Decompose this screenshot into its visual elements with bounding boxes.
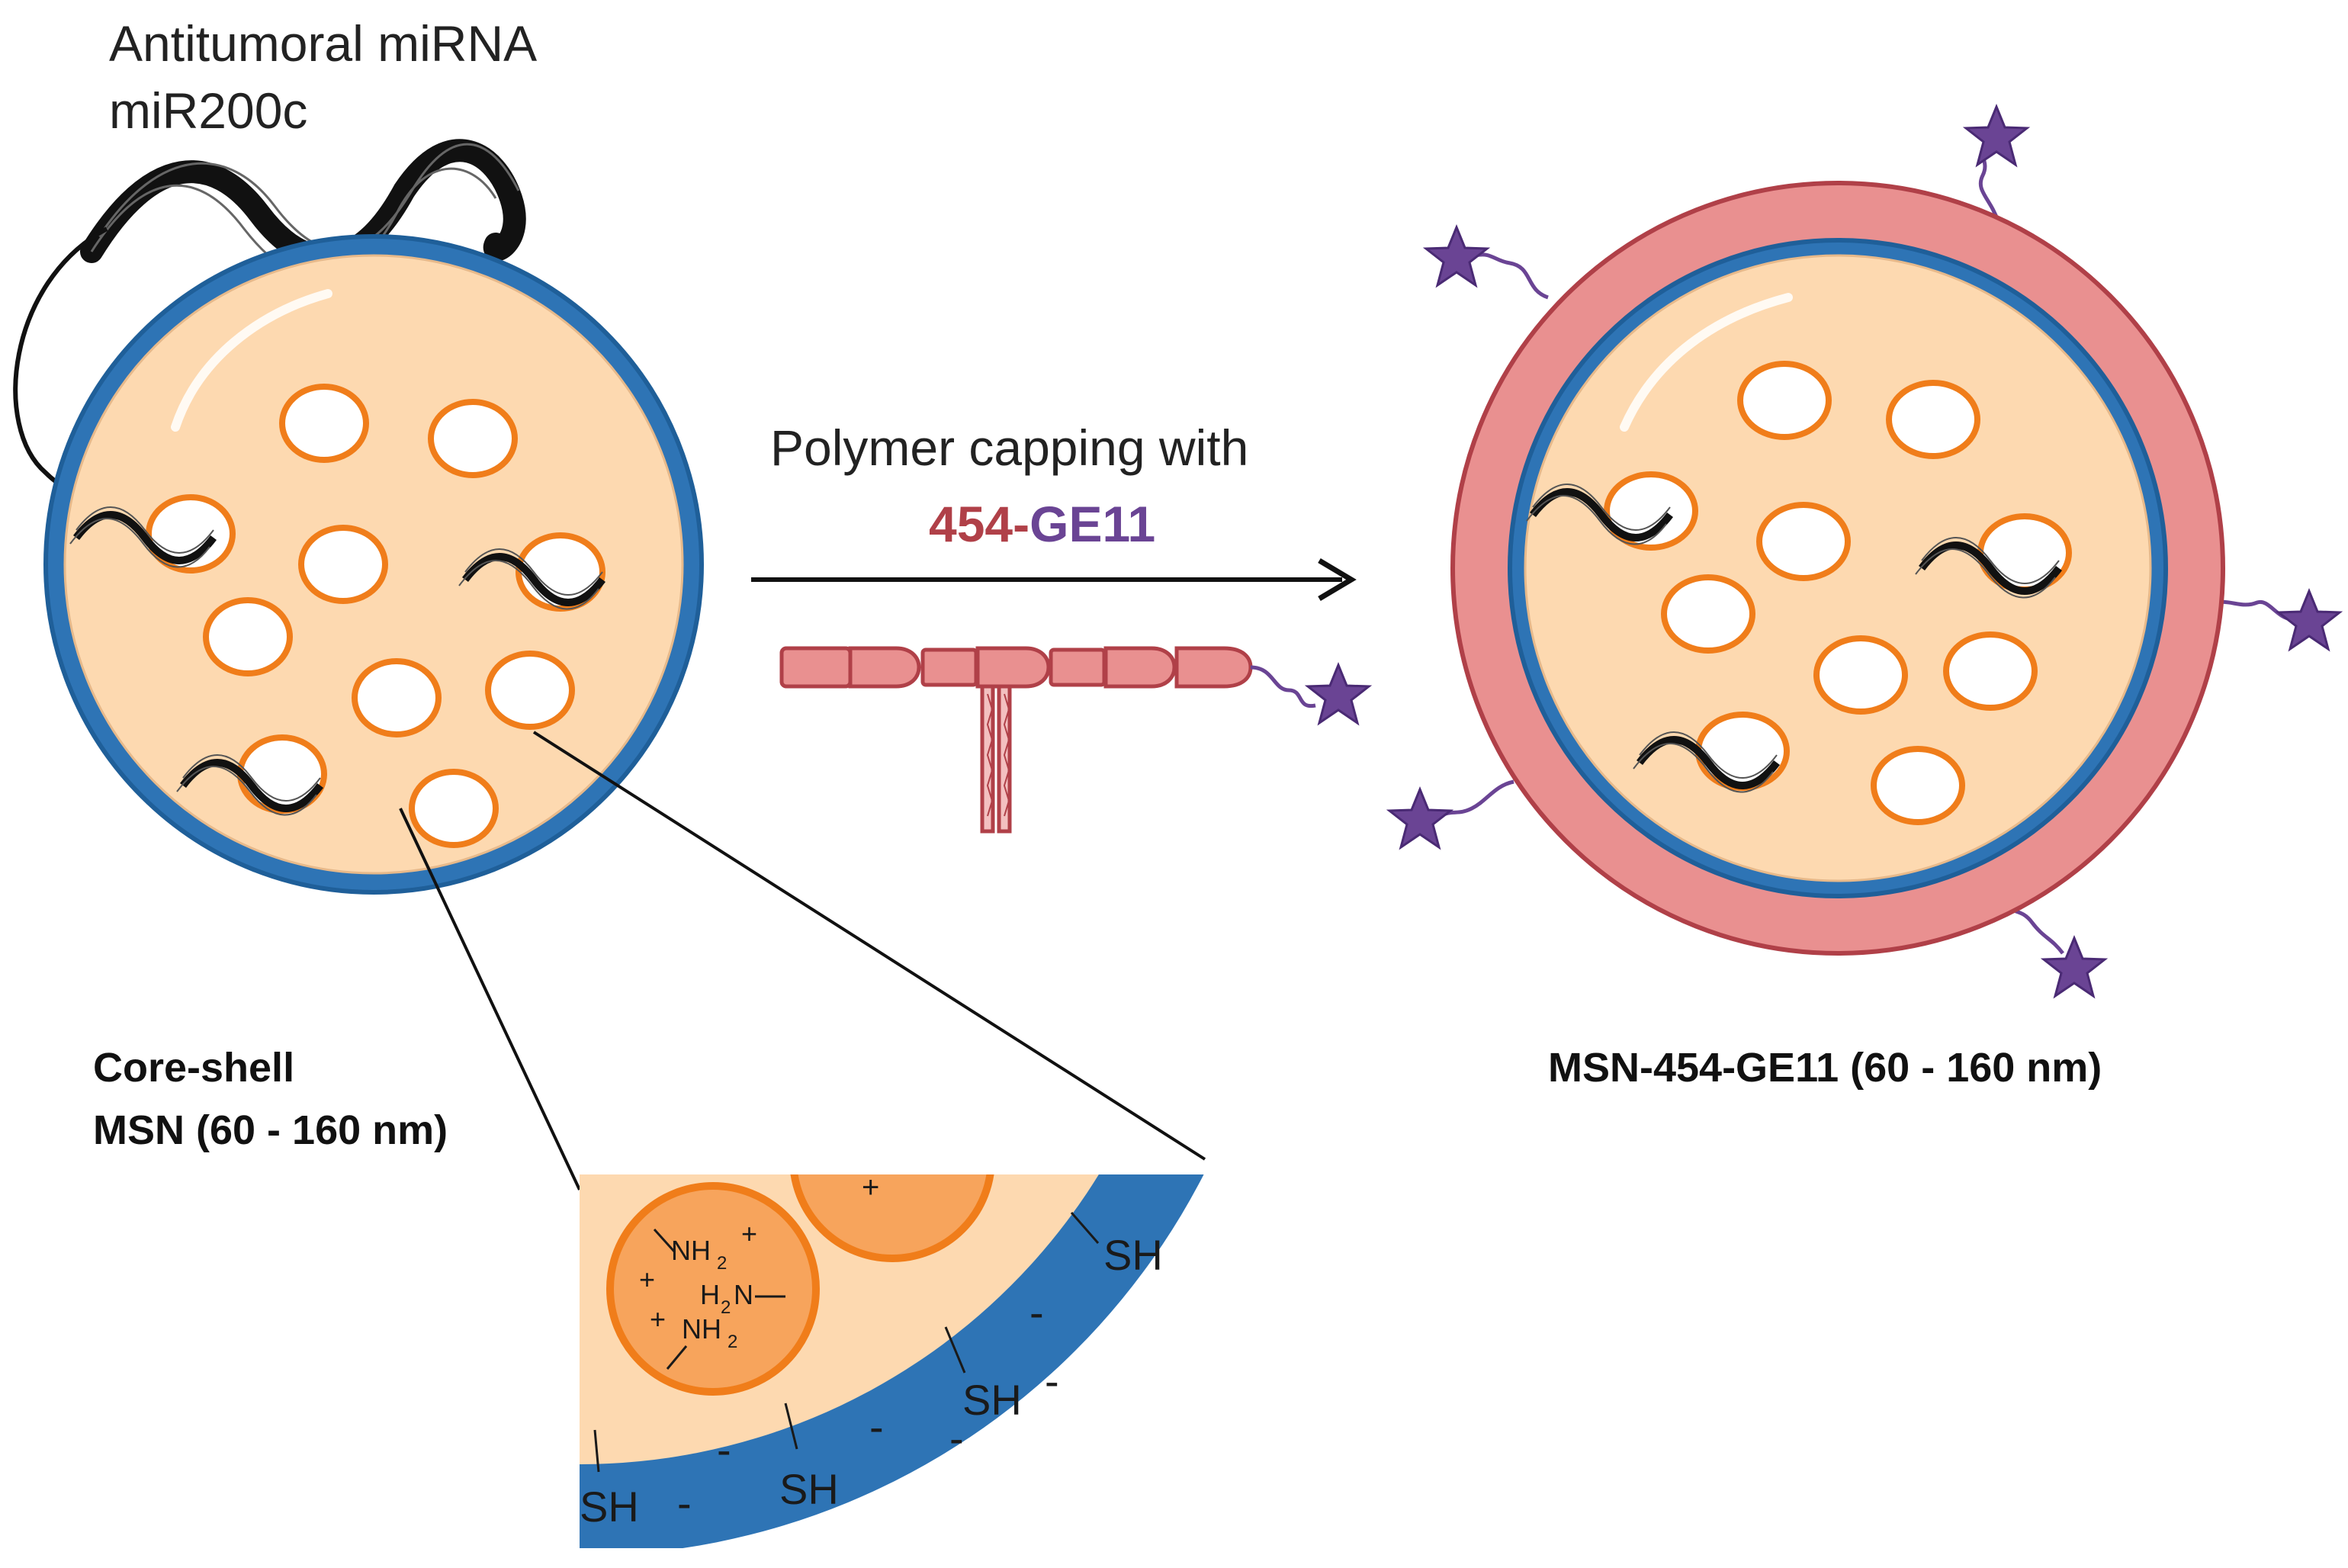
minus-sign: - (677, 1479, 692, 1527)
amine-label: NH (671, 1235, 711, 1266)
minus-sign: - (1045, 1357, 1059, 1405)
minus-sign: - (869, 1403, 884, 1451)
mirna-label-line1: Antitumoral miRNA (109, 15, 537, 72)
peptide-star (1306, 664, 1370, 725)
pore (1871, 746, 1965, 825)
pore (1661, 574, 1755, 654)
pore (279, 384, 369, 463)
plus-sign: + (650, 1303, 666, 1335)
pore (428, 399, 518, 478)
pore (1695, 712, 1790, 791)
right-pores (1604, 361, 2072, 825)
left-highlight (171, 289, 332, 432)
polymer-separator: - (1013, 496, 1029, 552)
polymer-chain (779, 646, 1253, 834)
pore (352, 658, 442, 737)
zoom-line-right (532, 731, 1206, 1161)
right-highlight (1620, 293, 1793, 432)
thiol-label: SH (779, 1465, 839, 1513)
pore (1813, 635, 1908, 715)
zoom-line-left (399, 808, 581, 1190)
right-caption: MSN-454-GE11 (60 - 160 nm) (1548, 1045, 2102, 1091)
minus-sign: - (717, 1425, 731, 1473)
peptide-star (1425, 226, 1489, 287)
peptide-star (1388, 788, 1452, 849)
process-label-line2: 454-GE11 (929, 496, 1155, 552)
process-arrow (751, 557, 1357, 602)
process-label-line1: Polymer capping with (770, 419, 1248, 476)
inset-pore-top-plus: + (862, 1171, 879, 1204)
plus-sign: + (741, 1218, 757, 1249)
inset-pore-top (790, 1174, 994, 1262)
pore (409, 769, 499, 848)
thiol-label: SH (962, 1376, 1022, 1424)
pore (485, 651, 575, 730)
left-caption-line1: Core-shell (93, 1045, 294, 1091)
amine-sub: 2 (728, 1332, 737, 1352)
minus-sign: - (1029, 1288, 1044, 1336)
peptide-star (1964, 105, 2028, 166)
amine-rev-sub: 2 (721, 1297, 731, 1318)
left-msn-particle (43, 234, 704, 895)
polymer-side-chain-texture (986, 693, 1010, 817)
amine-sub: 2 (717, 1253, 727, 1274)
peptide-star (2277, 590, 2341, 651)
pore (298, 525, 388, 604)
peptide-name: GE11 (1029, 496, 1155, 552)
polymer-name: 454 (929, 496, 1013, 552)
pore (1977, 513, 2072, 593)
right-msn-particle (1388, 105, 2341, 998)
amine-rev-label: H (700, 1279, 720, 1310)
pore (1943, 631, 2038, 711)
pore (1737, 361, 1832, 440)
thiol-label: SH (1103, 1231, 1163, 1279)
pore (1756, 502, 1851, 581)
peptide-linker (1250, 665, 1316, 708)
minus-sign: - (949, 1414, 964, 1462)
thiol-groups: SH SH SH SH (580, 1212, 1163, 1531)
mirna-label-line2: miR200c (109, 82, 307, 139)
left-caption-line2: MSN (60 - 160 nm) (93, 1107, 448, 1153)
plus-sign: + (639, 1264, 655, 1295)
amine-label: NH (682, 1313, 721, 1345)
amine-rev-tail: N (734, 1279, 753, 1310)
surface-inset: + NH 2 + + H 2 N + NH 2 SH SH SH (580, 1171, 1205, 1548)
thiol-label: SH (580, 1483, 639, 1531)
amine-groups: NH 2 + + H 2 N + NH 2 (639, 1218, 785, 1370)
pore (1886, 380, 1980, 459)
pore (203, 597, 293, 676)
negative-charges: - - - - - - (677, 1288, 1059, 1527)
peptide-star (2042, 937, 2106, 998)
